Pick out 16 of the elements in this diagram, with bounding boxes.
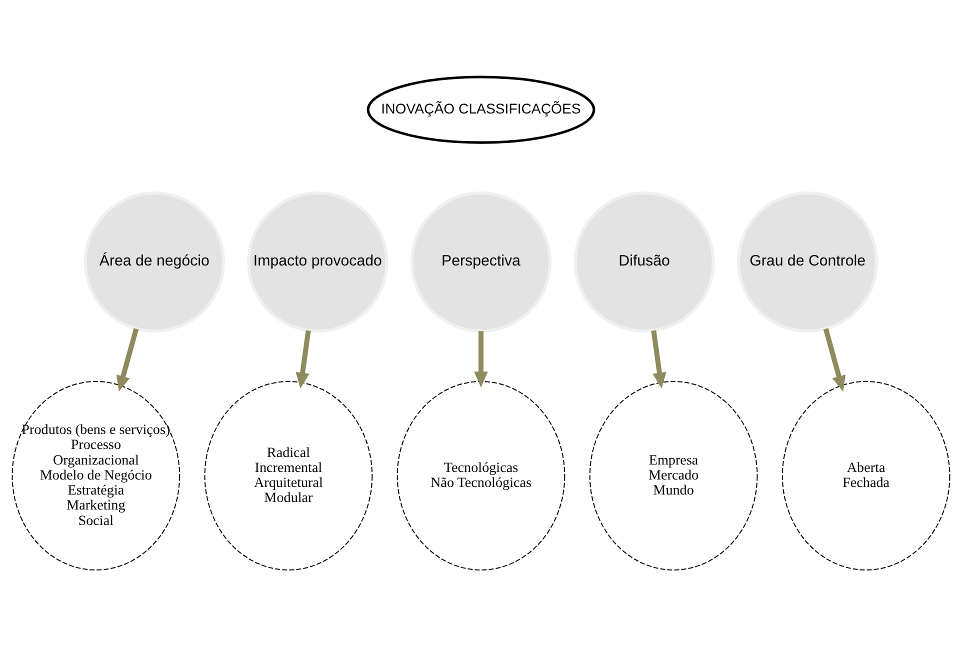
node-ellipse: Radical Incremental Arquitetural Modular [204, 380, 373, 570]
node-circle: Perspectiva [410, 191, 552, 333]
arrow [116, 328, 139, 392]
arrow [296, 330, 311, 389]
node-circle: Impacto provocado [247, 191, 388, 333]
node-ellipse: Empresa Mercado Mundo [589, 380, 758, 570]
node-ellipse: INOVAÇÃO CLASSIFICAÇÕES [366, 76, 596, 144]
arrow [474, 331, 488, 388]
arrow [823, 328, 846, 392]
node-circle: Grau de Controle [737, 191, 878, 333]
node-ellipse: Tecnológicas Não Tecnológicas [396, 380, 566, 570]
node-circle: Área de negócio [84, 191, 225, 333]
arrow [651, 330, 666, 389]
node-circle: Difusão [574, 191, 715, 333]
node-ellipse: Produtos (bens e serviços) Processo Organizacional Modelo de Negócio Estratégia Marketing Social [12, 380, 180, 570]
node-ellipse: Aberta Fechada [782, 380, 950, 570]
